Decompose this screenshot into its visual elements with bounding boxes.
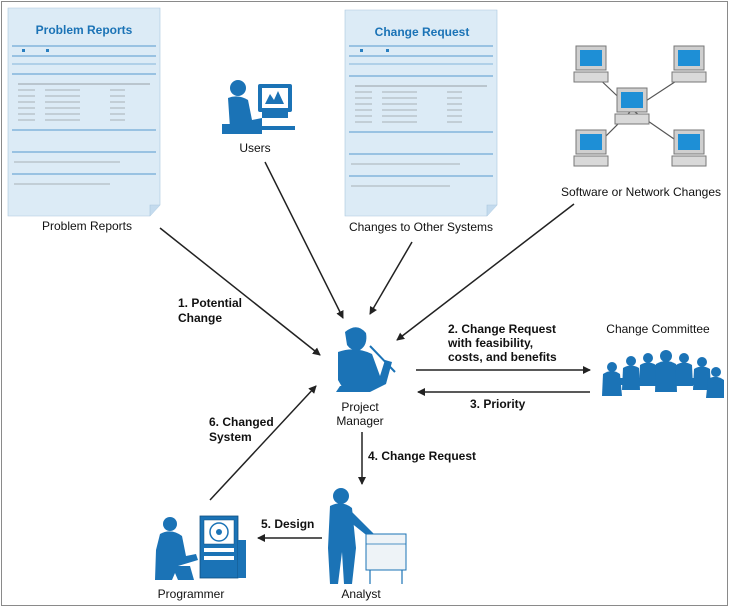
change-request-doc-title: Change Request bbox=[375, 25, 470, 39]
problem-reports-doc-title: Problem Reports bbox=[36, 23, 133, 37]
arrow-users-to-manager bbox=[264, 161, 344, 319]
arrow-programmer-to-manager bbox=[209, 385, 317, 501]
computer-network-icon bbox=[573, 45, 707, 167]
computer-icon bbox=[573, 45, 609, 83]
step-1-label-line1: 1. Potential bbox=[178, 296, 242, 310]
step-3-label: 3. Priority bbox=[470, 397, 526, 411]
step-4-label: 4. Change Request bbox=[368, 449, 476, 463]
change-request-document: Change Request bbox=[344, 9, 498, 217]
step-6-label-line2: System bbox=[209, 430, 252, 444]
analyst-icon bbox=[328, 488, 407, 584]
users-label: Users bbox=[239, 141, 270, 155]
change-committee-label: Change Committee bbox=[606, 322, 710, 336]
meeting-group-icon bbox=[602, 350, 724, 398]
arrow-other-systems-to-manager bbox=[369, 241, 413, 315]
step-6-label-line1: 6. Changed bbox=[209, 415, 274, 429]
step-2-label-line2: with feasibility, bbox=[447, 336, 533, 350]
document-icon bbox=[12, 45, 156, 185]
step-5-label: 5. Design bbox=[261, 517, 314, 531]
user-at-computer-icon bbox=[222, 80, 295, 134]
software-network-changes-label: Software or Network Changes bbox=[561, 185, 721, 199]
step-2-label-line3: costs, and benefits bbox=[448, 350, 557, 364]
project-manager-icon bbox=[336, 327, 396, 392]
computer-icon bbox=[671, 45, 707, 83]
arrow-problem-reports-to-manager bbox=[159, 227, 321, 356]
problem-reports-document: Problem Reports bbox=[7, 7, 161, 217]
problem-reports-label: Problem Reports bbox=[42, 219, 132, 233]
step-1-label-line2: Change bbox=[178, 311, 222, 325]
computer-icon bbox=[573, 129, 609, 167]
document-icon bbox=[349, 45, 493, 187]
changes-to-other-systems-label: Changes to Other Systems bbox=[349, 220, 493, 234]
programmer-label: Programmer bbox=[158, 587, 225, 601]
computer-icon bbox=[671, 129, 707, 167]
computer-icon bbox=[614, 87, 650, 125]
analyst-label: Analyst bbox=[341, 587, 381, 601]
step-2-label-line1: 2. Change Request bbox=[448, 322, 556, 336]
project-manager-label-line1: Project bbox=[341, 400, 379, 414]
project-manager-label-line2: Manager bbox=[336, 414, 383, 428]
arrow-network-to-manager bbox=[396, 203, 575, 341]
programmer-at-console-icon bbox=[155, 515, 246, 580]
